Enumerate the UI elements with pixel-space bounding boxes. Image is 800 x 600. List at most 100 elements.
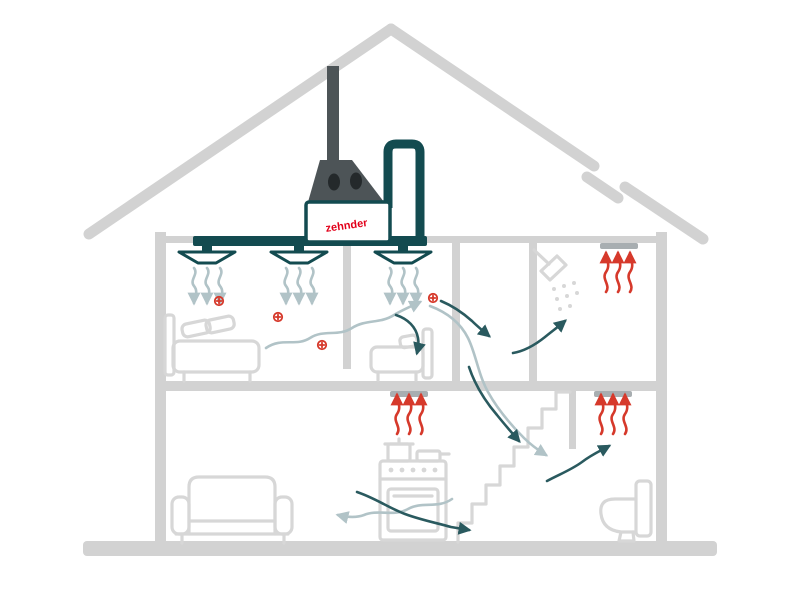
stove-icon	[378, 437, 451, 542]
warm-air-arrow-icon	[623, 250, 637, 294]
supply-air-arrow-icon	[335, 497, 454, 524]
warm-air-stream-bathroom	[599, 250, 637, 294]
diffuser-plate	[269, 250, 329, 265]
fresh-air-marker-icon	[213, 295, 225, 307]
warm-air-arrow-icon	[599, 250, 613, 294]
sofa-armrest	[273, 495, 294, 536]
crib-icon	[369, 327, 434, 382]
ceiling-diffuser-icon	[177, 246, 237, 265]
fresh-air-markers	[213, 292, 439, 351]
diffuser-stem	[202, 246, 212, 252]
interior-wall-bathroom	[529, 243, 537, 382]
house-structure	[83, 23, 717, 556]
middle-floor	[155, 381, 667, 391]
supply-air-arrow-icon	[213, 266, 227, 306]
shower-head	[539, 254, 568, 282]
supply-air-arrow-icon	[200, 266, 214, 306]
sofa-back	[187, 475, 277, 536]
warm-air-arrow-icon	[618, 392, 632, 436]
supply-air-arrow-icon	[187, 266, 201, 306]
funnel-opening	[328, 173, 340, 191]
zehnder-logo: zehnder	[325, 217, 369, 235]
stove-pan	[415, 449, 442, 463]
supply-air-stream	[279, 266, 319, 306]
interior-wall-hall	[452, 243, 460, 382]
toilet-tank	[634, 479, 653, 538]
bed-mattress	[171, 339, 261, 374]
extract-air-arrow-icon	[467, 365, 521, 443]
diffuser-stem	[398, 246, 408, 252]
stove-pot	[386, 442, 412, 463]
ventilation-system: zehnder	[177, 66, 638, 397]
supply-air-arrow-icon	[396, 266, 410, 306]
sofa-legs	[180, 532, 286, 545]
warm-air-stream-wc	[594, 392, 632, 436]
exhaust-pipe-icon	[327, 66, 339, 166]
diffuser-plate	[373, 250, 433, 265]
extract-air-arrow-icon	[439, 299, 491, 338]
supply-air-arrow-icon	[279, 266, 293, 306]
sofa-armrest	[170, 495, 191, 536]
unit-funnel	[308, 160, 384, 202]
fresh-air-marker-icon	[272, 311, 284, 323]
shower-spray-dots	[552, 281, 579, 311]
interior-wall-bedroom	[343, 243, 351, 369]
foundation-slab	[83, 541, 717, 556]
fresh-air-marker-icon	[427, 292, 439, 304]
roof-right-upper	[385, 23, 600, 172]
diffuser-plate	[177, 250, 237, 265]
supply-air-arrow-icon	[409, 266, 423, 306]
roof-right-lower	[619, 181, 709, 245]
bed-pillow	[204, 314, 236, 335]
warm-air-stream-hall	[390, 392, 428, 436]
bed-legs	[182, 370, 252, 383]
supply-duct-icon	[383, 139, 425, 241]
roof-left	[83, 23, 397, 240]
extract-air-arrow-icon	[394, 313, 426, 356]
bed-pillow	[180, 318, 212, 339]
stairs-icon	[456, 390, 572, 544]
warm-air-arrow-icon	[606, 392, 620, 436]
toilet-base	[617, 530, 636, 543]
stove-pot-lid	[383, 437, 415, 446]
extract-vent-icon	[600, 243, 638, 249]
supply-air-arrow-icon	[428, 304, 549, 457]
shower-arm	[532, 248, 551, 266]
ventilation-unit-icon	[304, 200, 392, 244]
supply-air-arrow-icon	[292, 266, 306, 306]
supply-air-stream	[383, 266, 423, 306]
shower-icon	[532, 248, 579, 311]
supply-air-arrow-icon	[305, 266, 319, 306]
ceiling-diffuser-icon	[269, 246, 329, 265]
bed-icon	[163, 313, 261, 383]
extract-air-arrow-icon	[355, 490, 472, 535]
funnel-opening	[350, 172, 362, 190]
warm-air-arrow-icon	[414, 392, 428, 436]
crib-mattress	[369, 345, 425, 374]
extract-air-arrow-icon	[545, 444, 612, 483]
fresh-air-marker-icon	[316, 339, 328, 351]
warm-air-arrow-icon	[402, 392, 416, 436]
roof-detail-segment	[581, 171, 624, 204]
warm-air-arrow-icon	[594, 392, 608, 436]
furniture	[163, 248, 653, 545]
warm-air-arrow-icon	[390, 392, 404, 436]
airflow	[187, 250, 637, 535]
stove-oven-door	[386, 487, 440, 533]
crib-pillow	[398, 333, 419, 350]
stove-body	[378, 459, 448, 542]
extract-air-arrow-icon	[511, 319, 567, 355]
toilet-icon	[599, 479, 653, 543]
ceiling-diffuser-icon	[373, 246, 433, 265]
supply-air-stream	[187, 266, 227, 306]
stove-knobs	[388, 467, 438, 473]
diffuser-stem	[294, 246, 304, 252]
crib-legs	[376, 370, 418, 382]
toilet-bowl	[599, 497, 638, 534]
interior-wall-stairwell	[569, 391, 576, 449]
sofa-icon	[170, 475, 294, 545]
warm-air-arrow-icon	[611, 250, 625, 294]
supply-air-arrow-icon	[383, 266, 397, 306]
